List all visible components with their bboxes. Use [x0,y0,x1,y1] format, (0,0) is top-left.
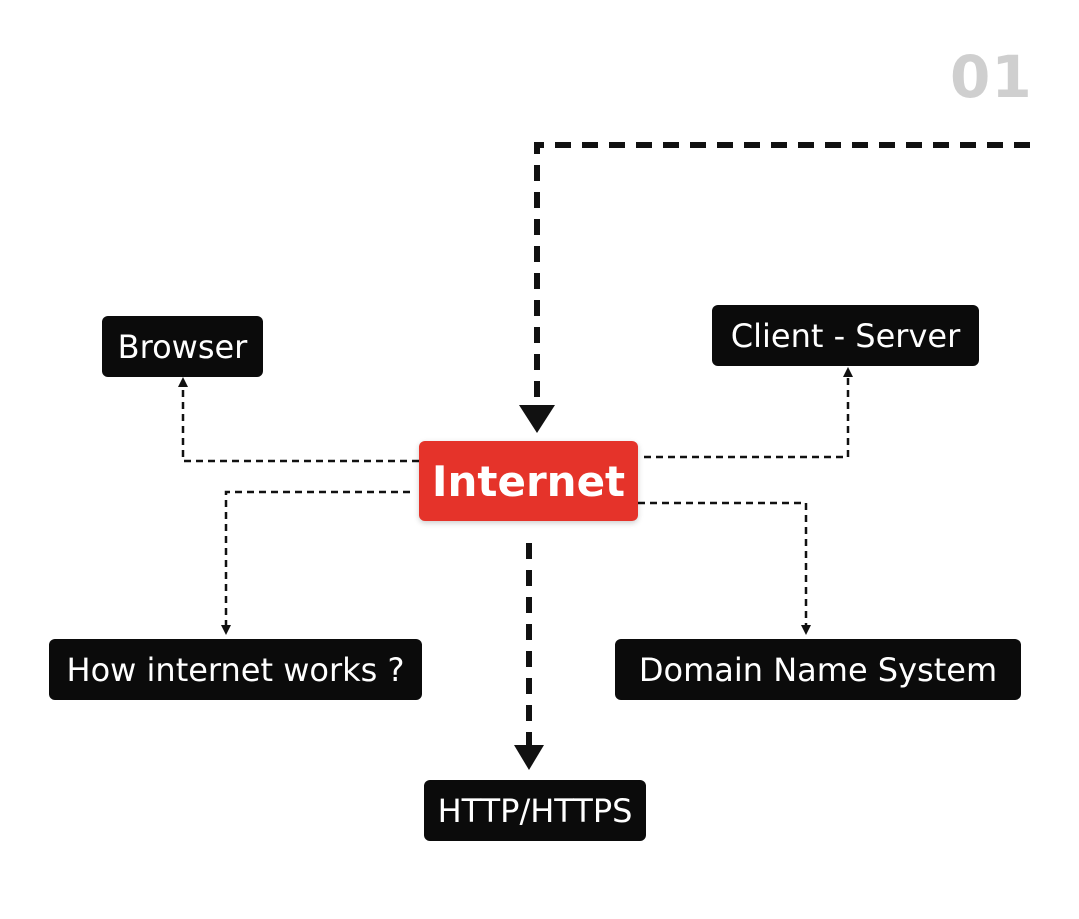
connector-dns [638,501,811,635]
node-how-internet-works-label: How internet works ? [66,650,405,689]
node-domain-name-system-label: Domain Name System [638,650,998,689]
http-arrowhead [514,745,544,770]
node-http-https-label: HTTP/HTTPS [437,791,633,830]
node-browser-label: Browser [117,327,248,366]
node-client-server[interactable]: Client - Server [712,305,979,366]
connector-browser [178,377,419,463]
node-domain-name-system[interactable]: Domain Name System [615,639,1021,700]
node-http-https[interactable]: HTTP/HTTPS [424,780,646,841]
node-internet-label: Internet [431,456,626,506]
page-number: 01 [950,43,1033,111]
node-client-server-label: Client - Server [730,316,961,355]
connector-client-server [644,367,853,459]
incoming-arrowhead [519,405,555,433]
incoming-connector-line [534,142,1030,405]
node-browser[interactable]: Browser [102,316,263,377]
connector-how-internet-works [221,490,410,635]
node-internet[interactable]: Internet [419,441,638,521]
node-how-internet-works[interactable]: How internet works ? [49,639,422,700]
